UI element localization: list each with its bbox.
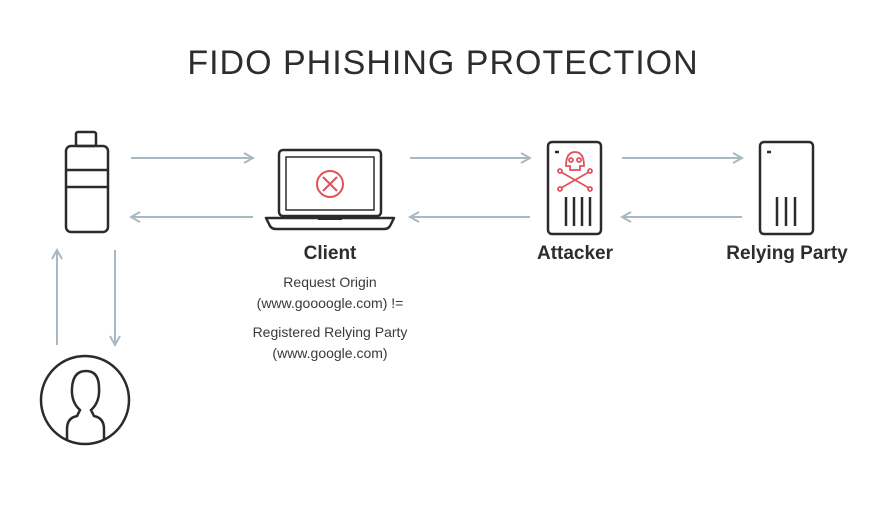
attacker-server-icon <box>546 140 603 236</box>
client-note-line3: Registered Relying Party <box>252 324 408 340</box>
blocked-x-icon <box>316 170 344 198</box>
client-note-line4: (www.google.com) <box>272 345 388 361</box>
user-avatar-icon <box>39 354 131 446</box>
relying-party-label: Relying Party <box>726 243 848 264</box>
attacker-label: Attacker <box>536 243 614 264</box>
client-note-line2: (www.goooogle.com) != <box>256 295 404 311</box>
skull-crossbones-icon <box>557 151 593 192</box>
arrows <box>57 158 742 345</box>
diagram-title: FIDO PHISHING PROTECTION <box>187 44 699 82</box>
security-key-icon <box>64 130 110 234</box>
client-note-line1: Request Origin <box>283 274 377 290</box>
relying-party-server-icon <box>758 140 815 236</box>
laptop-icon <box>264 148 396 231</box>
client-label: Client <box>303 243 357 264</box>
